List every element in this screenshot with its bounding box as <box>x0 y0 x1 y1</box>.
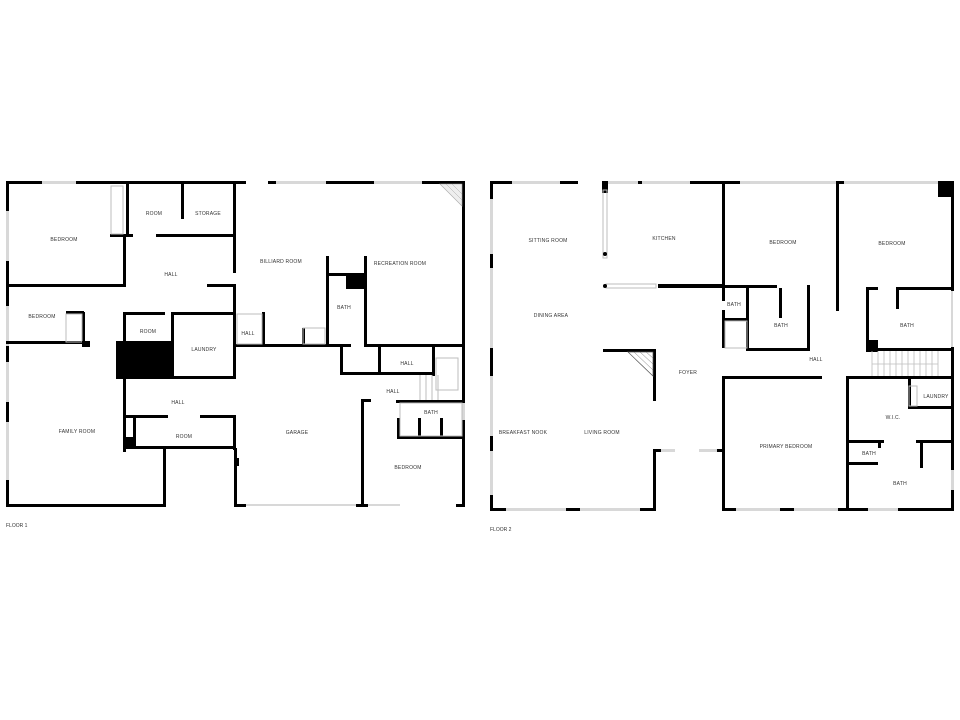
room-label-bath: Bath <box>337 305 351 311</box>
room-label-room: Room <box>175 434 193 440</box>
room-label-bedroom: Bedroom <box>878 241 906 247</box>
room-label-hall: Hall <box>171 400 185 406</box>
room-label-dining-area: Dining Area <box>533 313 569 319</box>
room-label-room: Room <box>139 329 157 335</box>
room-label-bedroom: Bedroom <box>769 240 797 246</box>
room-label-bedroom: Bedroom <box>394 465 422 471</box>
room-label-bedroom: Bedroom <box>50 237 78 243</box>
room-label-laundry: Laundry <box>923 394 949 400</box>
room-label-bedroom: Bedroom <box>28 314 56 320</box>
room-label-bath: Bath <box>727 302 741 308</box>
room-label-hall: Hall <box>241 331 255 337</box>
room-label-wic: W.I.C. <box>885 415 901 421</box>
room-label-storage: Storage <box>195 211 221 217</box>
room-label-recreation-room: Recreation Room <box>373 261 427 267</box>
room-label-laundry: Laundry <box>191 347 217 353</box>
room-label-foyer: Foyer <box>678 370 698 376</box>
room-label-hall: Hall <box>809 357 823 363</box>
room-label-kitchen: Kitchen <box>652 236 676 242</box>
room-label-bath: Bath <box>774 323 788 329</box>
room-label-family-room: Family Room <box>58 429 96 435</box>
room-label-living-room: Living Room <box>584 430 620 436</box>
room-label-hall: Hall <box>164 272 178 278</box>
floor-1-label: Floor 1 <box>6 523 28 529</box>
room-label-bath: Bath <box>900 323 914 329</box>
room-label-hall: Hall <box>400 361 414 367</box>
room-label-room: Room <box>145 211 163 217</box>
room-label-primary-bedroom: Primary Bedroom <box>759 444 813 450</box>
floor-2-label: Floor 2 <box>490 527 512 533</box>
room-label-hall: Hall <box>386 389 400 395</box>
room-label-sitting-room: Sitting Room <box>528 238 568 244</box>
room-label-garage: Garage <box>285 430 309 436</box>
room-label-breakfast-nook: Breakfast Nook <box>498 430 548 436</box>
room-label-bath: Bath <box>893 481 907 487</box>
room-label-bath: Bath <box>862 451 876 457</box>
floor-1-walls <box>6 181 465 507</box>
floor-2-walls <box>490 181 954 511</box>
room-label-bath: Bath <box>424 410 438 416</box>
room-label-billiard-room: Billiard Room <box>260 259 302 265</box>
